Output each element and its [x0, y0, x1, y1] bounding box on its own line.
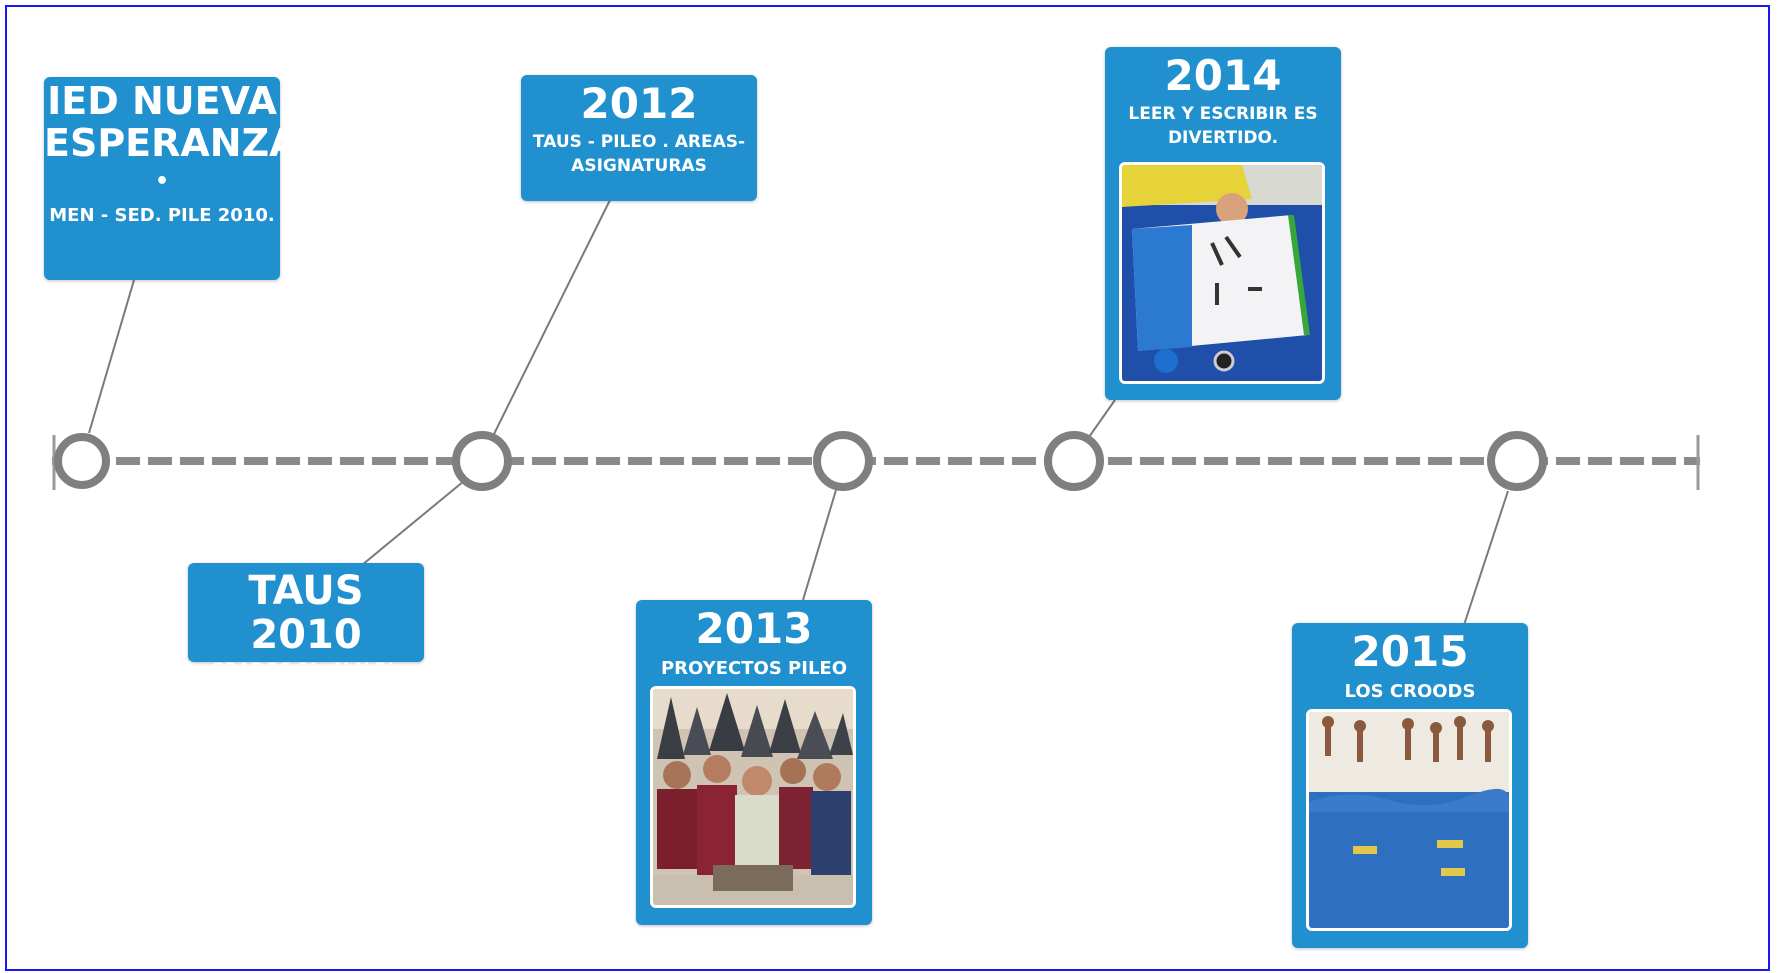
event-card-2015: 2015 LOS CROODS [1292, 623, 1528, 948]
connector-taus2010 [361, 480, 465, 566]
event-card-taus2010: TAUS 2010 GRADOS 3°, 4° Y 5°. [188, 563, 424, 680]
event-card-2013: 2013 PROYECTOS PILEO [636, 600, 872, 925]
bullet-dot: • [154, 168, 170, 194]
event-title: IED NUEVA ESPERANZA [44, 79, 299, 165]
node-2014 [1044, 431, 1104, 491]
connector-2015 [1463, 490, 1509, 626]
event-title: 2013 [695, 604, 813, 653]
node-ied [54, 433, 110, 489]
connector-ied [88, 279, 135, 434]
event-title: 2014 [1164, 51, 1282, 100]
connector-2014 [1088, 399, 1116, 438]
event-subtitle: TAUS - PILEO . AREAS-ASIGNATURAS [532, 132, 746, 176]
connector-2013 [802, 489, 837, 601]
event-subtitle: PROYECTOS PILEO [660, 658, 848, 680]
event-subtitle: LOS CROODS [1344, 681, 1476, 703]
photo-croods-drawing [1306, 709, 1512, 931]
event-title: 2012 [580, 79, 698, 128]
event-subtitle: LEER Y ESCRIBIR ES DIVERTIDO. [1128, 104, 1318, 148]
photo-children-paper-hats [650, 686, 856, 908]
photo-child-writing [1119, 162, 1325, 384]
event-title: TAUS 2010 [248, 568, 364, 658]
connector-2012 [493, 199, 611, 435]
event-title: 2015 [1351, 627, 1469, 676]
event-card-2014: 2014 LEER Y ESCRIBIR ES DIVERTIDO. [1105, 47, 1341, 400]
node-2015 [1487, 431, 1547, 491]
event-subtitle: GRADOS 3°, 4° Y 5°. [210, 660, 402, 680]
node-2013 [813, 431, 873, 491]
event-card-ied: IED NUEVA ESPERANZA • MEN - SED. PILE 20… [44, 77, 299, 280]
event-card-2012: 2012 TAUS - PILEO . AREAS-ASIGNATURAS [521, 75, 757, 201]
node-taus2010-2012 [452, 431, 512, 491]
event-subtitle: MEN - SED. PILE 2010. [49, 204, 275, 226]
